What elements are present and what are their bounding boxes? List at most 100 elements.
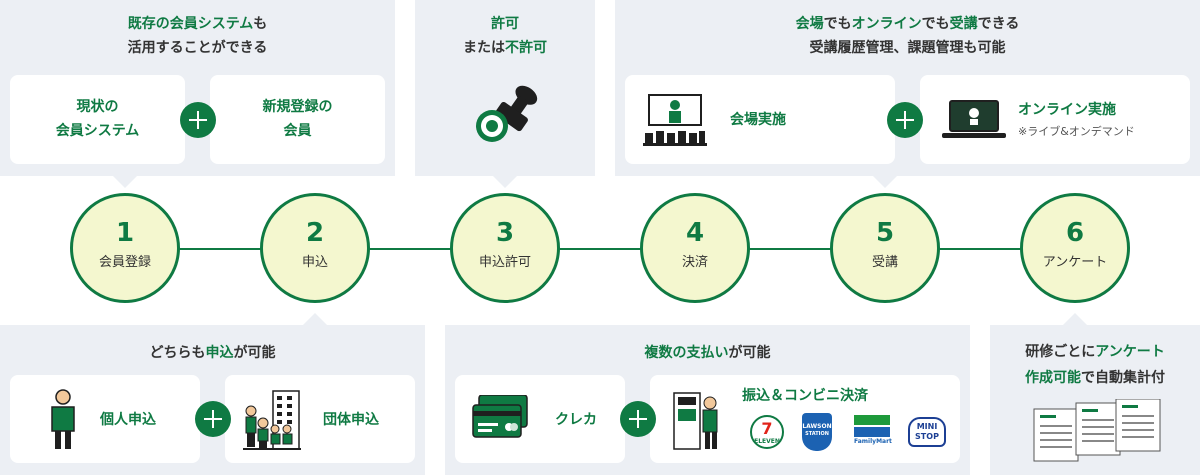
step-1-circle: 1 会員登録 <box>70 193 180 303</box>
step-label: 会員登録 <box>98 255 151 270</box>
panel-payment: 複数の支払いが可能 クレカ 振込＆コンビニ決済 7 ELEVEN <box>445 325 970 475</box>
ministop-logo-icon: MINI STOP <box>908 417 946 447</box>
timeline-line <box>125 248 1075 250</box>
caption-highlight: 不許可 <box>505 40 547 56</box>
step-number: 5 <box>875 218 895 248</box>
caption-text: が可能 <box>728 345 771 361</box>
step-label: 申込許可 <box>478 255 531 270</box>
ministop-logo-subtext: STOP <box>915 432 939 441</box>
card-current-member-system: 現状の 会員システム <box>10 75 185 164</box>
familymart-logo-icon: FamilyMart <box>854 415 892 449</box>
card-bank-convenience-title: 振込＆コンビニ決済 <box>742 388 868 404</box>
card-new-member-text: 新規登録の 会員 <box>210 95 385 143</box>
step-6-circle: 6 アンケート <box>1020 193 1130 303</box>
step-number: 1 <box>115 218 135 248</box>
card-text: 新規登録の <box>262 99 333 115</box>
panel-payment-caption: 複数の支払いが可能 <box>445 341 970 365</box>
panel-approval-caption: 許可 または不許可 <box>415 12 595 60</box>
panel-pointer <box>873 176 897 188</box>
card-venue-label: 会場実施 <box>730 112 786 128</box>
step-3-circle: 3 申込許可 <box>450 193 560 303</box>
card-current-member-system-text: 現状の 会員システム <box>10 95 185 143</box>
step-label: 受講 <box>871 255 898 270</box>
card-individual-label: 個人申込 <box>100 412 156 428</box>
person-icon <box>51 389 75 449</box>
caption-highlight: 許可 <box>491 16 519 32</box>
lawson-logo-icon: LAWSON STATION <box>802 413 832 451</box>
step-number: 2 <box>305 218 325 248</box>
caption-highlight: 会場 <box>795 16 824 32</box>
card-online-title: オンライン実施 <box>1018 102 1116 118</box>
group-building-icon <box>243 390 301 450</box>
seven-eleven-logo-number: 7 <box>761 419 773 438</box>
card-bank-convenience: 振込＆コンビニ決済 7 ELEVEN LAWSON STATION Family… <box>650 375 960 463</box>
caption-text: どちらも <box>149 345 206 361</box>
stamp-icon <box>476 85 538 142</box>
card-credit-label: クレカ <box>555 412 597 428</box>
familymart-logo-text: FamilyMart <box>854 438 892 445</box>
panel-pointer <box>1063 313 1087 325</box>
plus-icon <box>887 102 923 138</box>
panel-application: どちらも申込が可能 個人申込 <box>0 325 425 475</box>
panel-attendance: 会場でもオンラインでも受講できる 受講履歴管理、課題管理も可能 会場実施 オンラ… <box>615 0 1200 176</box>
panel-application-caption: どちらも申込が可能 <box>0 341 425 365</box>
step-label: 申込 <box>301 255 328 270</box>
caption-text: で自動集計付 <box>1081 370 1165 386</box>
caption-highlight: 作成可能 <box>1025 370 1081 386</box>
panel-survey-caption: 研修ごとにアンケート 作成可能で自動集計付 <box>990 339 1200 391</box>
plus-icon <box>620 401 656 437</box>
card-text: 会員システム <box>55 123 140 139</box>
card-online: オンライン実施 ※ライブ&オンデマンド <box>920 75 1190 164</box>
caption-text: も <box>253 16 268 32</box>
atm-icon <box>673 392 718 450</box>
panel-member-system-caption: 既存の会員システムも 活用することができる <box>0 12 395 60</box>
step-5-circle: 5 受講 <box>830 193 940 303</box>
plus-icon <box>180 102 216 138</box>
caption-highlight: 受講 <box>949 16 978 32</box>
step-number: 4 <box>685 218 705 248</box>
caption-text: 研修ごとに <box>1025 344 1096 360</box>
caption-text: できる <box>977 16 1020 32</box>
panel-survey: 研修ごとにアンケート 作成可能で自動集計付 <box>990 325 1200 475</box>
step-label: アンケート <box>1042 255 1108 270</box>
step-number: 6 <box>1065 218 1085 248</box>
panel-member-system: 既存の会員システムも 活用することができる 現状の 会員システム 新規登録の 会… <box>0 0 395 176</box>
caption-text: または <box>463 40 505 56</box>
card-credit: クレカ <box>455 375 625 463</box>
plus-icon <box>195 401 231 437</box>
ministop-logo-text: MINI <box>916 422 938 431</box>
panel-pointer <box>493 176 517 188</box>
venue-screen-icon <box>643 94 707 146</box>
card-online-note: ※ライブ&オンデマンド <box>1018 125 1135 138</box>
caption-highlight: アンケート <box>1095 344 1165 360</box>
lawson-logo-subtext: STATION <box>805 431 829 437</box>
step-4-circle: 4 決済 <box>640 193 750 303</box>
panel-pointer <box>113 176 137 188</box>
card-group: 団体申込 <box>225 375 415 463</box>
caption-highlight: オンライン <box>851 16 922 32</box>
lawson-logo-text: LAWSON <box>802 423 832 430</box>
panel-approval: 許可 または不許可 <box>415 0 595 176</box>
card-venue: 会場実施 <box>625 75 895 164</box>
caption-highlight: 複数の支払い <box>644 345 729 361</box>
caption-text: 受講履歴管理、課題管理も可能 <box>809 40 1006 56</box>
panel-attendance-caption: 会場でもオンラインでも受講できる 受講履歴管理、課題管理も可能 <box>615 12 1200 60</box>
step-label: 決済 <box>681 255 708 270</box>
seven-eleven-logo-icon: 7 ELEVEN <box>750 415 784 449</box>
laptop-icon <box>942 100 1006 138</box>
caption-text: でも <box>823 16 852 32</box>
caption-text: が可能 <box>233 345 276 361</box>
panel-pointer <box>303 313 327 325</box>
step-2-circle: 2 申込 <box>260 193 370 303</box>
seven-eleven-logo-text: ELEVEN <box>754 438 780 445</box>
caption-text: 活用することができる <box>127 40 268 56</box>
card-text: 会員 <box>283 123 312 139</box>
card-individual: 個人申込 <box>10 375 200 463</box>
step-number: 3 <box>495 218 515 248</box>
caption-highlight: 既存の会員システム <box>127 16 254 32</box>
credit-card-icon <box>472 395 528 438</box>
caption-highlight: 申込 <box>205 345 234 361</box>
card-group-label: 団体申込 <box>323 412 379 428</box>
caption-text: でも <box>921 16 950 32</box>
card-text: 現状の <box>76 99 119 115</box>
